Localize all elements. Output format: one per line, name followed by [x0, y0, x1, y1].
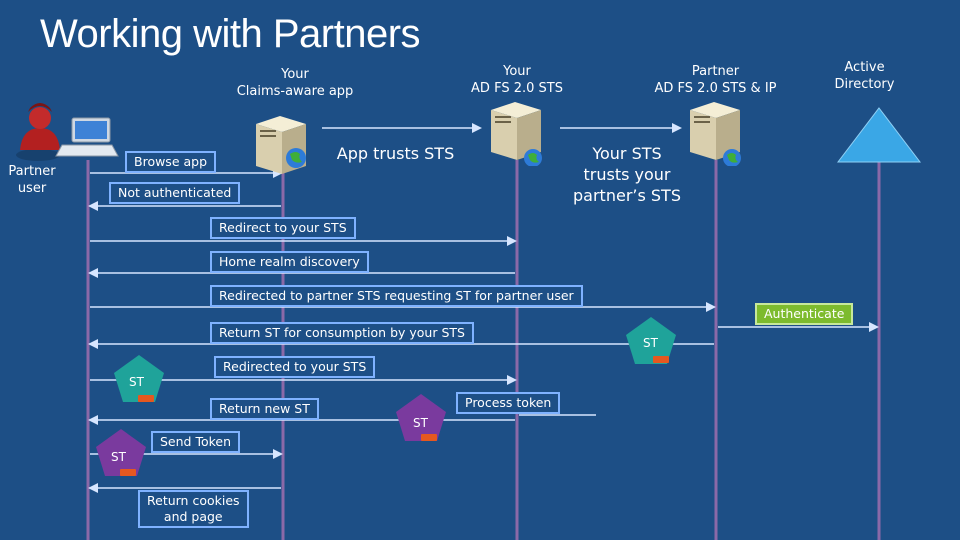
msg-not-authenticated: Not authenticated: [109, 182, 241, 204]
msg-authenticate: Authenticate: [755, 303, 854, 325]
msg-home-realm: Home realm discovery: [210, 251, 369, 273]
st-token-user-1: [114, 355, 164, 402]
server-icon-claims-app: [256, 116, 306, 174]
active-directory-icon: [836, 107, 922, 163]
msg-process-token: Process token: [456, 392, 561, 414]
st-token-your-sts-label: ST: [413, 416, 428, 430]
msg-return-st: Return ST for consumption by your STS: [210, 322, 474, 344]
st-token-partner-label: ST: [643, 336, 658, 350]
page-title: Working with Partners: [40, 12, 421, 56]
msg-redirect-to-sts: Redirect to your STS: [210, 217, 356, 239]
st-token-your-sts: [396, 394, 446, 441]
partner-user-icon: [16, 103, 119, 161]
header-partner-sts: Partner AD FS 2.0 STS & IP: [654, 64, 777, 96]
st-token-user-2: [96, 429, 146, 476]
server-icon-partner-sts: [690, 102, 741, 166]
header-active-directory: Active Directory: [834, 60, 895, 92]
header-your-sts: Your AD FS 2.0 STS: [471, 64, 563, 96]
msg-redirected-partner: Redirected to partner STS requesting ST …: [210, 285, 583, 307]
annotation-app-trusts-sts: App trusts STS: [336, 144, 455, 163]
st-token-user-1-label: ST: [129, 375, 144, 389]
msg-browse-app: Browse app: [125, 151, 217, 173]
msg-send-token: Send Token: [151, 431, 241, 453]
msg-return-cookies: Return cookies and page: [138, 490, 249, 528]
header-partner-user: Partner user: [8, 164, 56, 196]
msg-return-new-st: Return new ST: [210, 398, 319, 420]
st-token-user-2-label: ST: [111, 450, 126, 464]
annotation-sts-trusts-partner: Your STS trusts your partner’s STS: [573, 144, 681, 205]
msg-redirected-your-sts: Redirected to your STS: [214, 356, 376, 378]
st-token-partner: [626, 317, 676, 364]
server-icon-your-sts: [491, 102, 542, 166]
header-claims-app: Your Claims-aware app: [236, 67, 354, 99]
